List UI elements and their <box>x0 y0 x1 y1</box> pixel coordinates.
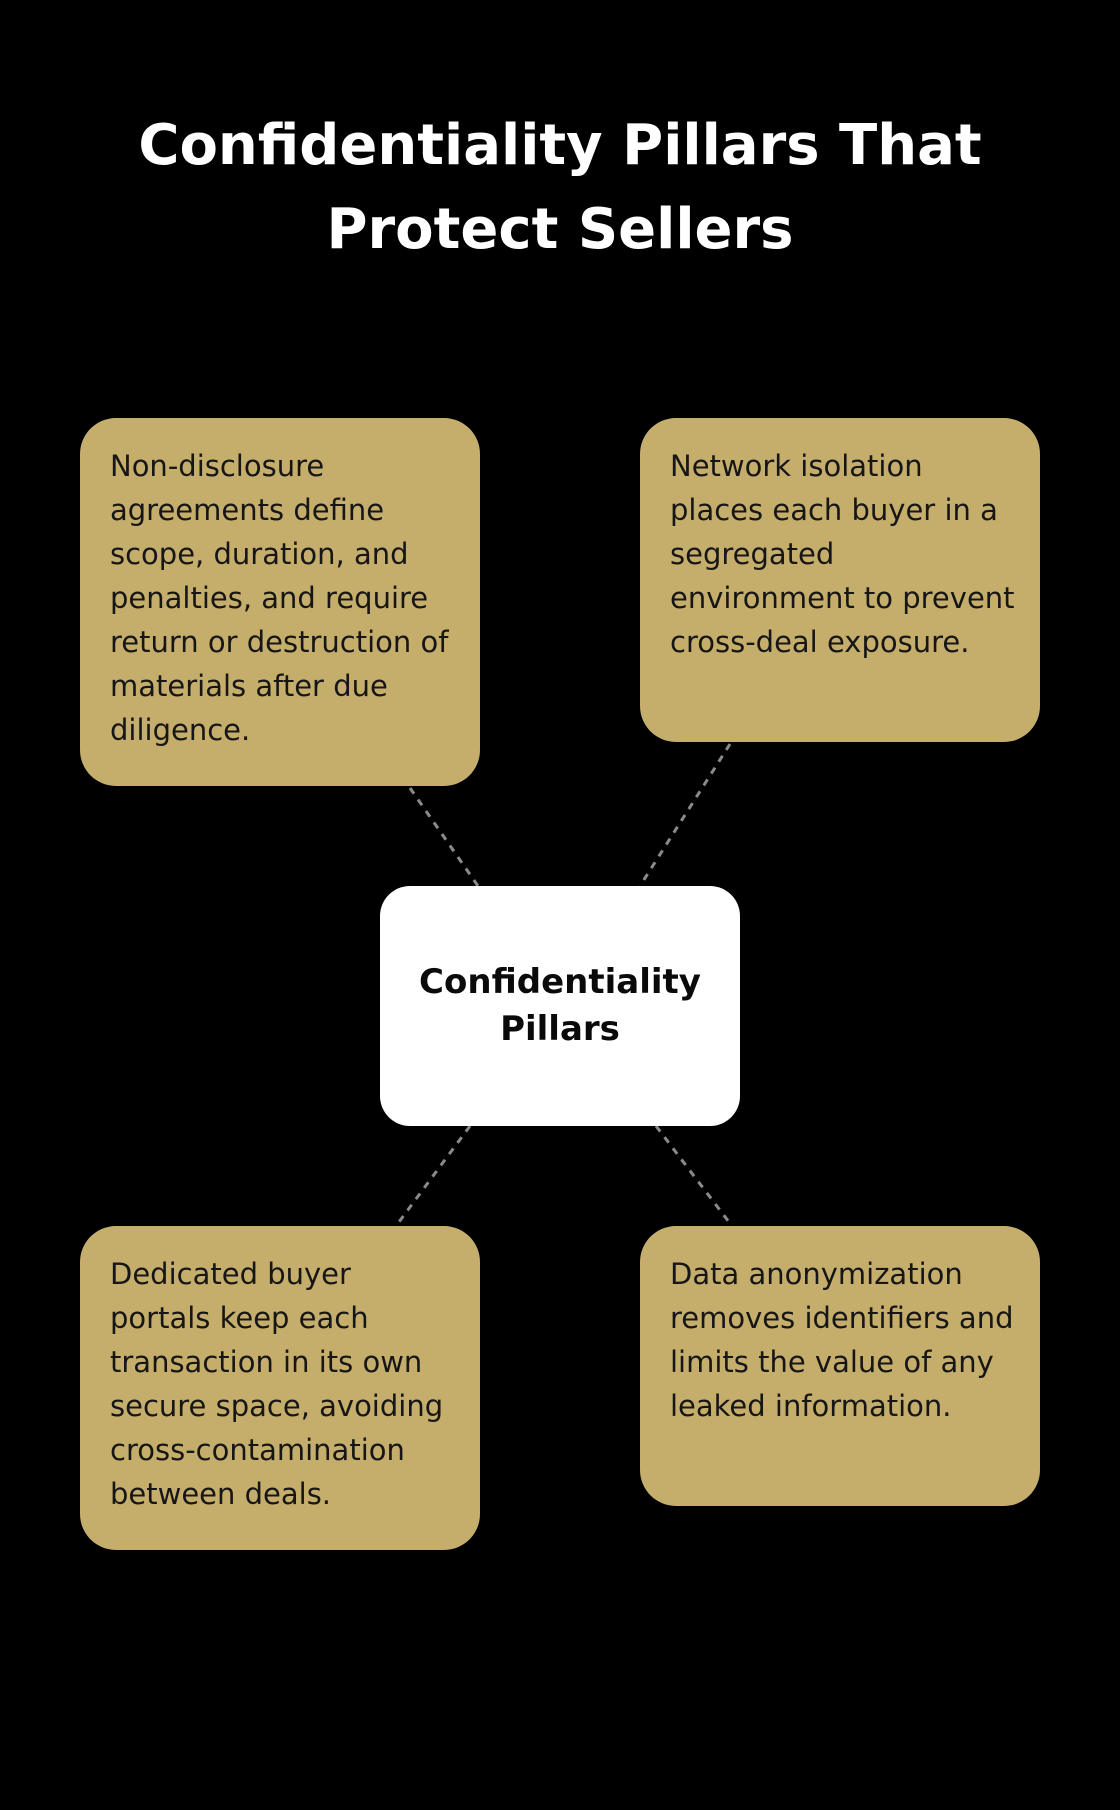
pillar-text: Data anonymization removes identifiers a… <box>670 1257 1014 1423</box>
pillar-card-buyer-portals: Dedicated buyer portals keep each transa… <box>80 1226 480 1550</box>
connector-bottom-left <box>394 1125 472 1227</box>
pillar-card-data-anonymization: Data anonymization removes identifiers a… <box>640 1226 1040 1506</box>
page-title: Confidentiality Pillars That Protect Sel… <box>138 113 982 262</box>
connector-top-left <box>408 787 480 887</box>
pillar-text: Non-disclosure agreements define scope, … <box>110 449 449 747</box>
pillar-text: Network isolation places each buyer in a… <box>670 449 1015 659</box>
pillar-text: Dedicated buyer portals keep each transa… <box>110 1257 444 1511</box>
center-node: Confidentiality Pillars <box>380 886 740 1126</box>
pillar-card-network-isolation: Network isolation places each buyer in a… <box>640 418 1040 742</box>
pillar-card-nda: Non-disclosure agreements define scope, … <box>80 418 480 786</box>
connector-bottom-right <box>654 1125 734 1227</box>
connector-top-right <box>638 743 732 887</box>
center-label: Confidentiality Pillars <box>419 962 701 1049</box>
